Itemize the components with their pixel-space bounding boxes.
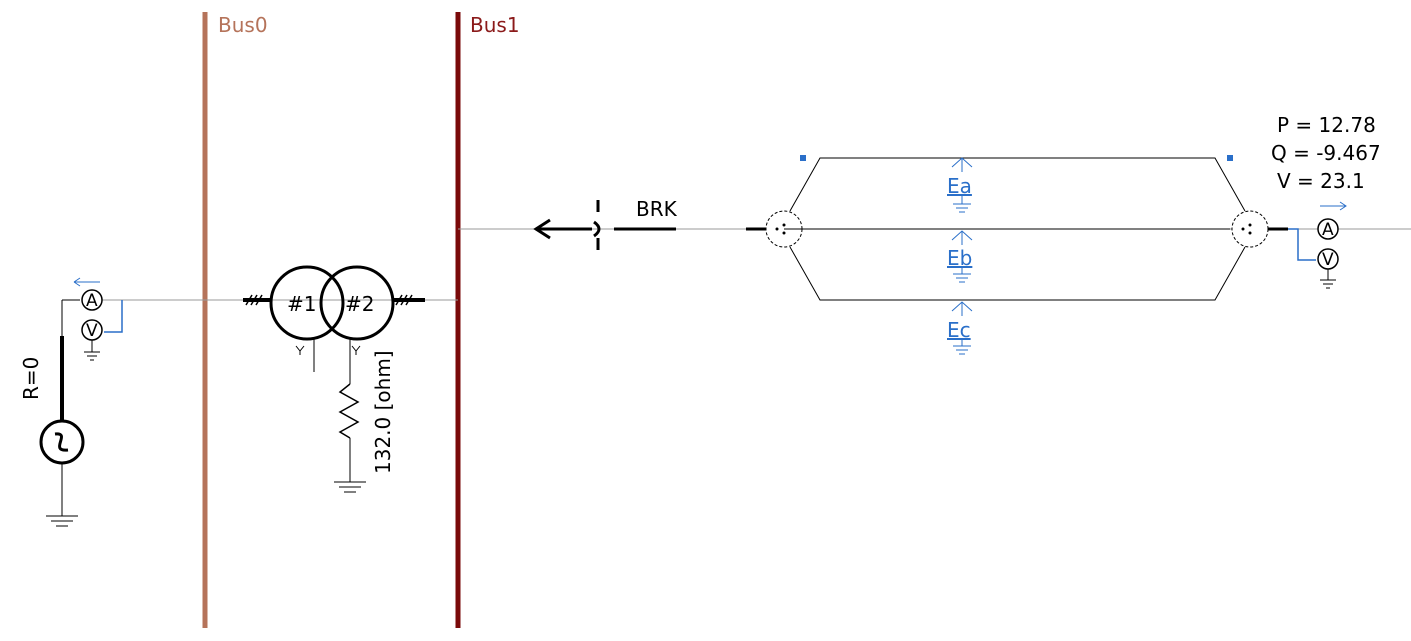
transformer-winding1-label: #1 xyxy=(287,292,316,316)
bus0-label: Bus0 xyxy=(218,13,268,37)
ammeter-right-label: A xyxy=(1322,220,1334,240)
transformer-winding2-label: #2 xyxy=(345,292,374,316)
source-resistance-label: R=0 xyxy=(19,357,43,400)
ac-source-icon xyxy=(54,432,69,452)
voltage-source[interactable] xyxy=(39,300,85,527)
breaker-brk[interactable] xyxy=(533,200,676,250)
source-ec[interactable]: Ec xyxy=(947,301,973,355)
source-ec-label: Ec xyxy=(947,318,971,342)
source-ea-label: Ea xyxy=(947,174,972,198)
ammeter-left-label: A xyxy=(86,291,98,311)
breaker-label: BRK xyxy=(636,197,678,221)
three-phase-line[interactable] xyxy=(746,155,1288,301)
source-eb[interactable]: Eb xyxy=(947,230,972,283)
source-ea[interactable]: Ea xyxy=(947,157,973,213)
neutral-resistor[interactable] xyxy=(334,339,366,493)
left-meter-group: A V xyxy=(62,277,123,361)
readout-q: Q = -9.467 xyxy=(1271,141,1381,165)
source-eb-label: Eb xyxy=(947,246,972,270)
voltmeter-left-label: V xyxy=(86,321,98,341)
transformer[interactable]: #1 #2 xyxy=(243,265,425,372)
bus1[interactable]: Bus1 xyxy=(455,12,520,628)
readout-v: V = 23.1 xyxy=(1277,169,1365,193)
right-meter-group: A V xyxy=(1288,201,1347,289)
ammeter-left[interactable] xyxy=(81,289,103,311)
ammeter-right[interactable] xyxy=(1317,218,1339,240)
bus1-label: Bus1 xyxy=(470,13,520,37)
voltmeter-right-label: V xyxy=(1322,250,1334,270)
bus0[interactable]: Bus0 xyxy=(202,12,268,628)
readout-p: P = 12.78 xyxy=(1277,113,1376,137)
resistor-label: 132.0 [ohm] xyxy=(371,350,395,474)
